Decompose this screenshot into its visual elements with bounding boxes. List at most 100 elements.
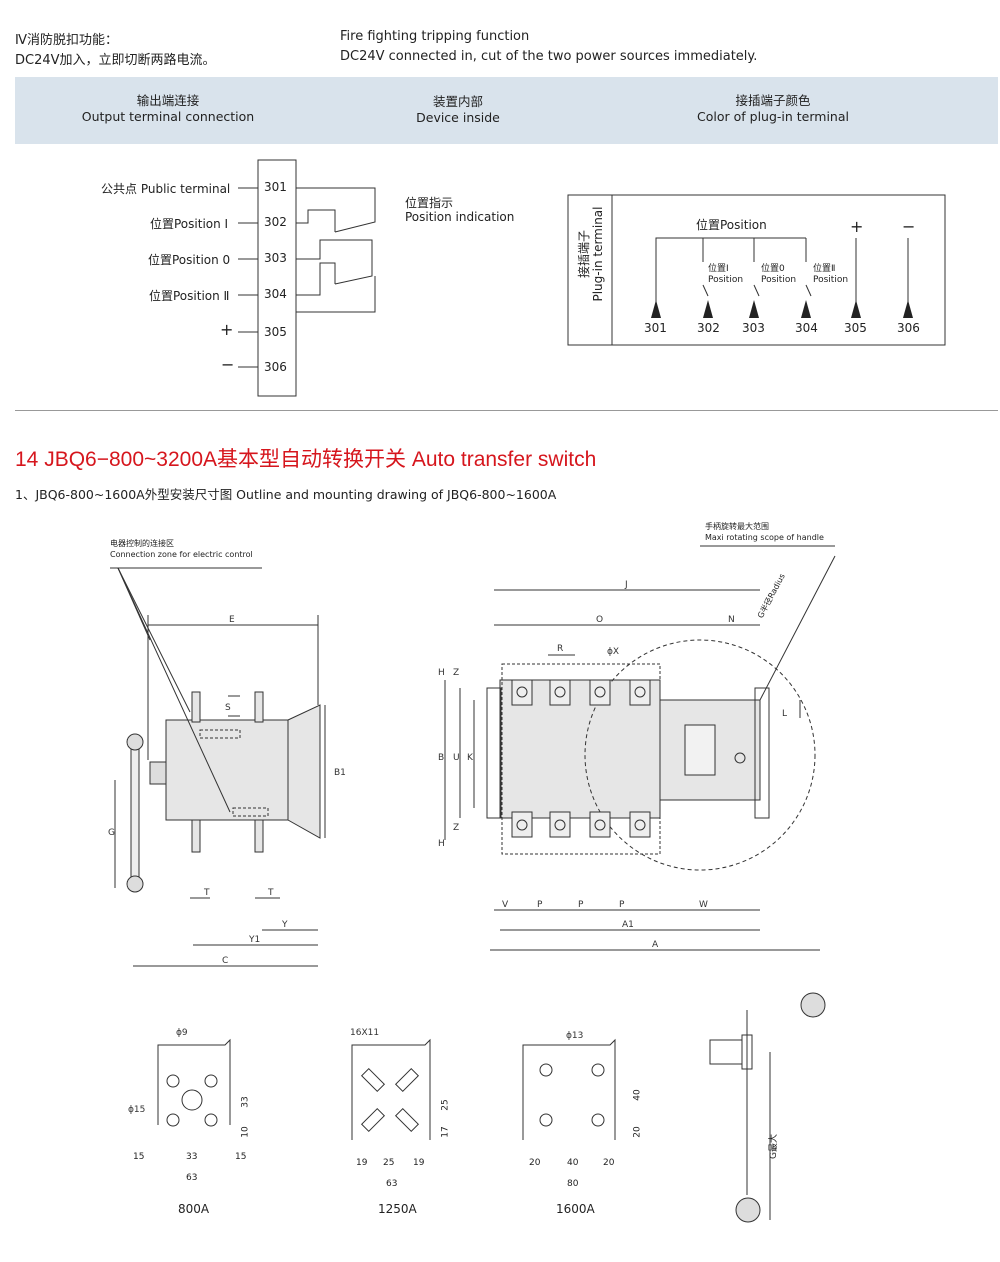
header-plug-color: 接插端子颜色 Color of plug-in terminal [668,93,878,125]
plugin-num-304: 304 [795,321,818,335]
dim-B1: B1 [334,768,346,778]
dim-O: O [596,615,603,625]
dim-L: L [782,709,787,719]
dim-U: U [453,753,460,763]
dim-T2: T [267,888,274,898]
plugin-sub-0-cn: 位置0 [761,264,785,274]
section-subtitle: 1、JBQ6-800~1600A外型安装尺寸图 Outline and moun… [15,487,557,502]
bolt-1600-hole: ϕ13 [566,1031,583,1041]
b800-h-2: 33 [186,1152,198,1162]
terminal-label-position-0: 位置Position 0 [148,253,231,267]
plugin-position-label: 位置Position [696,218,767,232]
table-header-band [15,77,998,144]
header-output-cn: 输出端连接 [136,93,200,108]
plugin-sub-1: 位置Ⅰ Position [708,264,743,286]
plugin-sub-1-en: Position [708,275,744,285]
dim-C: C [222,956,228,966]
dim-A1: A1 [622,920,634,930]
dim-W: W [699,900,708,910]
dim-X: ϕX [607,647,619,657]
plugin-num-301: 301 [644,321,667,335]
header-plug-cn: 接插端子颜色 [735,93,811,108]
terminal-label-position-1: 位置Position Ⅰ [150,217,229,231]
terminal-num-304: 304 [264,287,287,301]
bolt-patterns [157,992,826,1223]
plugin-sub-0-en: Position [761,275,797,285]
dim-T1: T [203,888,210,898]
dim-E: E [229,615,235,625]
b1600-name: 1600A [556,1202,595,1216]
b1250-h-2: 25 [383,1158,395,1168]
fire-trip-desc-cn: DC24V加入，立即切断两路电流。 [15,53,216,68]
plugin-num-303: 303 [742,321,765,335]
terminal-num-305: 305 [264,325,287,339]
dim-H-top: H [438,668,445,678]
terminal-block-frame [257,159,297,397]
dim-G: G [108,828,115,838]
dim-S: S [225,703,231,713]
position-indication-cn: 位置指示 [405,196,454,210]
header-device-en: Device inside [416,110,500,125]
plugin-plus: + [850,217,864,236]
dim-Z-top: Z [453,668,459,678]
terminal-label-public: 公共点 Public terminal [101,182,231,196]
dim-N: N [728,615,735,625]
dim-Y1: Y1 [248,935,260,945]
b1600-v2: 20 [632,1126,643,1138]
b1600-h-3: 20 [603,1158,615,1168]
terminal-num-301: 301 [264,180,287,194]
b1250-name: 1250A [378,1202,417,1216]
plugin-num-306: 306 [897,321,920,335]
header-plug-en: Color of plug-in terminal [697,109,849,124]
bolt-1250-hole: 16X11 [350,1028,379,1038]
dim-Z-bot: Z [453,823,459,833]
b800-v2: 10 [240,1126,251,1138]
dim-Y: Y [281,920,288,930]
dim-R: R [557,644,563,654]
plugin-num-305: 305 [844,321,867,335]
header-device-inside: 装置内部 Device inside [378,94,538,126]
fire-trip-title-cn: Ⅳ消防脱扣功能： [15,33,118,48]
terminal-num-303: 303 [264,251,287,265]
bolt-800-center: ϕ15 [128,1105,145,1115]
dim-P3: P [619,900,625,910]
dim-J: J [624,580,628,590]
b1600-total: 80 [567,1179,579,1189]
zone-cn: 电器控制的连接区 [110,539,174,548]
handle-cn: 手柄旋转最大范围 [705,522,769,531]
plugin-sub-2: 位置Ⅱ Position [813,264,848,286]
plugin-sub-0: 位置0 Position [761,264,796,286]
plugin-sub-2-cn: 位置Ⅱ [813,264,836,274]
terminal-label-plus: + [220,320,234,339]
b800-h-1: 15 [133,1152,145,1162]
dim-A: A [652,940,659,950]
fire-trip-desc-en: DC24V connected in, cut of the two power… [340,49,758,64]
fire-trip-title-en: Fire fighting tripping function [340,29,530,44]
position-indication-en: Position indication [405,210,515,224]
plugin-box [567,194,946,346]
header-output-en: Output terminal connection [81,109,255,124]
dim-P1: P [537,900,543,910]
section-title: 14 JBQ6−800~3200A基本型自动转换开关 Auto transfer… [15,448,597,471]
b1250-v2: 17 [440,1126,451,1138]
b1250-total: 63 [386,1179,398,1189]
terminal-num-306: 306 [264,360,287,374]
b1600-h-1: 20 [529,1158,541,1168]
header-device-cn: 装置内部 [432,94,483,109]
zone-en: Connection zone for electric control [110,550,253,559]
b800-v1: 33 [240,1096,251,1108]
plugin-sub-2-en: Position [813,275,849,285]
plugin-num-302: 302 [697,321,720,335]
plugin-minus: − [902,217,916,236]
bolt-800-hole: ϕ9 [176,1028,188,1038]
side-view [110,567,326,967]
b800-h-3: 15 [235,1152,247,1162]
section-divider [15,410,998,411]
dim-H-bot: H [438,839,445,849]
terminal-num-302: 302 [264,215,287,229]
dim-K: K [467,753,474,763]
terminal-label-position-2: 位置Position Ⅱ [149,289,230,303]
b800-name: 800A [178,1202,210,1216]
b1600-v1: 40 [632,1089,643,1101]
